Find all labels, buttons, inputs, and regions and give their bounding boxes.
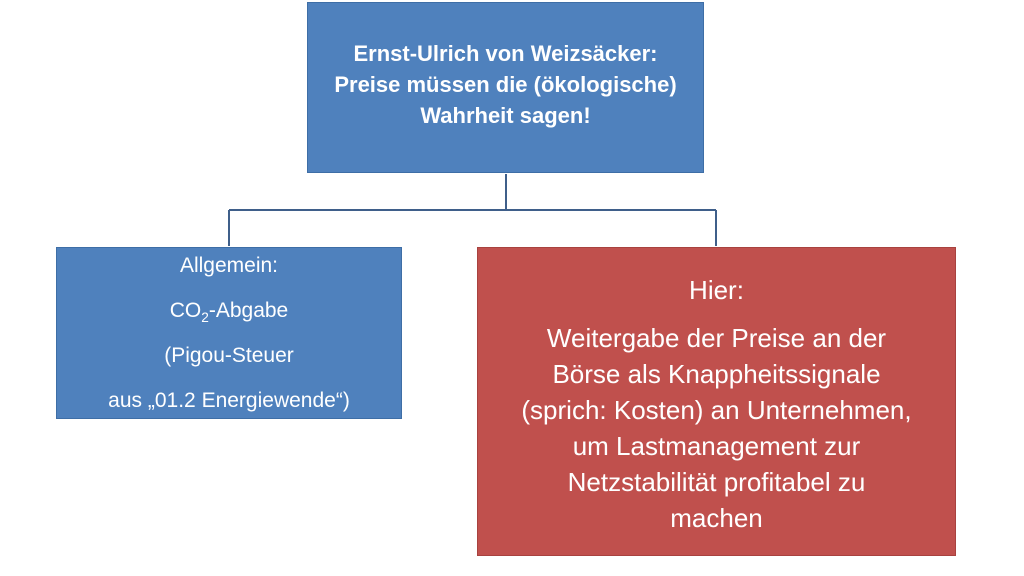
right-node-line-2: Weitergabe der Preise an der (546, 322, 887, 353)
top-node-line-2: Preise müssen die (ökologische) (334, 72, 677, 97)
right-node-line-3: Börse als Knappheitssignale (552, 358, 881, 389)
right-node: Hier: Weitergabe der Preise an der Börse… (477, 247, 956, 556)
right-node-line-5: um Lastmanagement zur (572, 430, 861, 461)
right-node-line-7: machen (670, 502, 763, 533)
right-node-line-4: (sprich: Kosten) an Unternehmen, (521, 394, 912, 425)
top-node: Ernst-Ulrich von Weizsäcker: Preise müss… (307, 2, 704, 173)
right-node-line-6: Netzstabilität profitabel zu (567, 466, 866, 497)
top-node-line-3: Wahrheit sagen! (420, 103, 591, 128)
left-node-line-1: Allgemein: (179, 254, 279, 277)
co2-subscript: 2 (201, 309, 209, 325)
co2-suffix: -Abgabe (208, 299, 289, 322)
left-node: Allgemein: CO2-Abgabe (Pigou-Steuer aus … (56, 247, 402, 419)
top-node-line-1: Ernst-Ulrich von Weizsäcker: (353, 41, 658, 66)
left-node-line-co2: CO2-Abgabe (170, 288, 289, 333)
left-node-line-4: aus „01.2 Energiewende“) (108, 389, 350, 412)
right-node-line-1: Hier: (689, 274, 744, 305)
co2-prefix: CO (169, 299, 202, 322)
left-node-line-3: (Pigou-Steuer (164, 344, 294, 367)
